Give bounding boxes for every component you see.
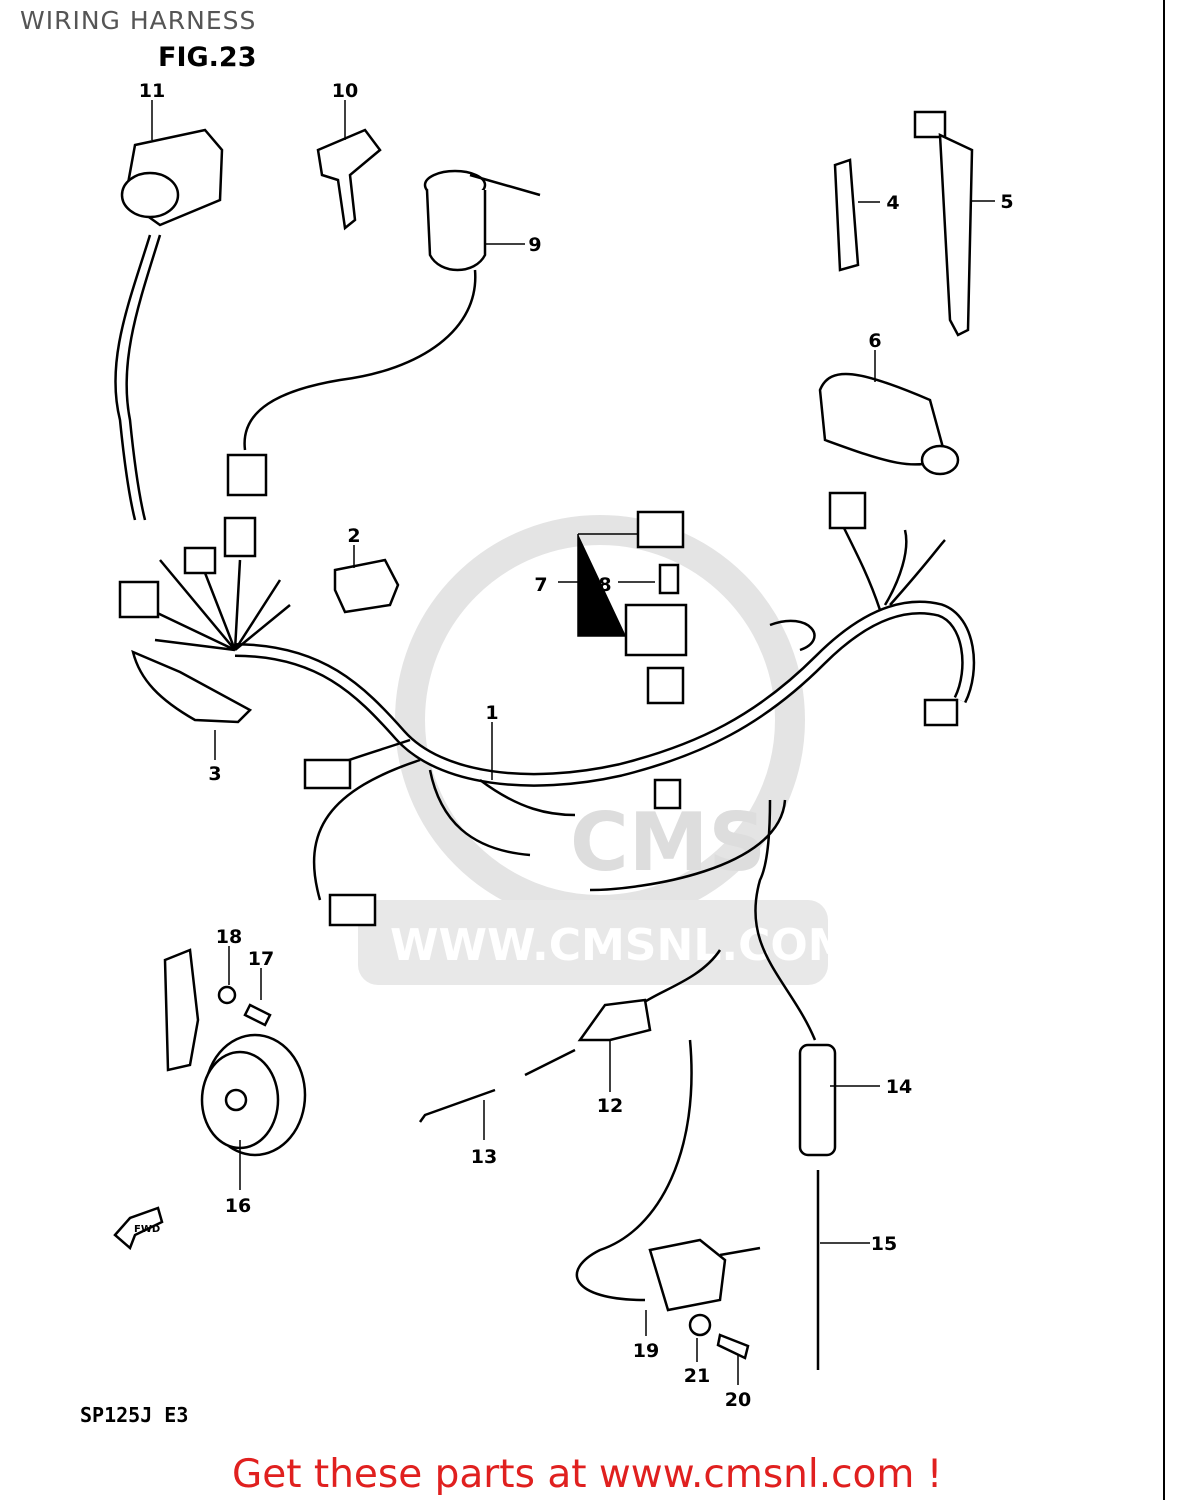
callout-13: 13 xyxy=(471,1146,497,1168)
part-11-handlebar-switch xyxy=(114,128,224,521)
callout-4: 4 xyxy=(886,192,899,214)
part-5-cable-tie xyxy=(913,110,974,337)
watermark-site: WWW.CMSNL.COM xyxy=(390,920,852,971)
part-16-horn xyxy=(163,948,307,1157)
callout-8: 8 xyxy=(598,574,611,596)
callout-18: 18 xyxy=(216,926,242,948)
callout-15: 15 xyxy=(871,1233,897,1255)
callout-16: 16 xyxy=(225,1195,251,1217)
callout-12: 12 xyxy=(597,1095,623,1117)
callout-10: 10 xyxy=(332,80,358,102)
cms-watermark: WWW.CMSNL.COM CMS xyxy=(358,515,852,985)
cta-link[interactable]: Get these parts at www.cmsnl.com ! xyxy=(232,1452,943,1497)
callout-14: 14 xyxy=(886,1076,912,1098)
part-2-connector xyxy=(333,558,400,614)
callout-21: 21 xyxy=(684,1365,710,1387)
callout-11: 11 xyxy=(139,80,165,102)
part-14-brake-switch xyxy=(589,799,837,1370)
leader-lines xyxy=(151,100,995,1385)
callout-17: 17 xyxy=(248,948,274,970)
callout-1: 1 xyxy=(485,702,498,724)
callout-labels: 1 2 3 4 5 6 7 8 9 10 11 12 13 14 15 16 1… xyxy=(139,80,1014,1411)
border-line xyxy=(1163,0,1165,1500)
callout-2: 2 xyxy=(347,525,360,547)
callout-9: 9 xyxy=(528,234,541,256)
part-19-neutral-switch xyxy=(575,1039,761,1360)
part-12-stop-switch xyxy=(418,949,722,1123)
model-code: SP125J E3 xyxy=(80,1403,189,1427)
page-title: WIRING HARNESS xyxy=(20,6,257,35)
callout-7: 7 xyxy=(534,574,547,596)
part-4-clamp xyxy=(833,158,860,272)
part-3-cover xyxy=(131,649,253,724)
callout-19: 19 xyxy=(633,1340,659,1362)
part-7-8-relay-fuse xyxy=(558,510,688,657)
fwd-arrow-icon: FWD xyxy=(113,1206,164,1251)
callout-6: 6 xyxy=(868,330,881,352)
part-9-ignition-switch xyxy=(226,169,541,497)
watermark-logo: CMS xyxy=(570,796,766,889)
callout-5: 5 xyxy=(1000,191,1013,213)
callout-3: 3 xyxy=(208,763,221,785)
callout-20: 20 xyxy=(725,1389,751,1411)
part-10-key xyxy=(316,128,382,231)
fwd-label: FWD xyxy=(134,1224,160,1235)
part-6-ignition-coil xyxy=(818,372,960,476)
part-1-wiring-harness xyxy=(118,491,976,927)
figure-number: FIG.23 xyxy=(158,42,257,73)
